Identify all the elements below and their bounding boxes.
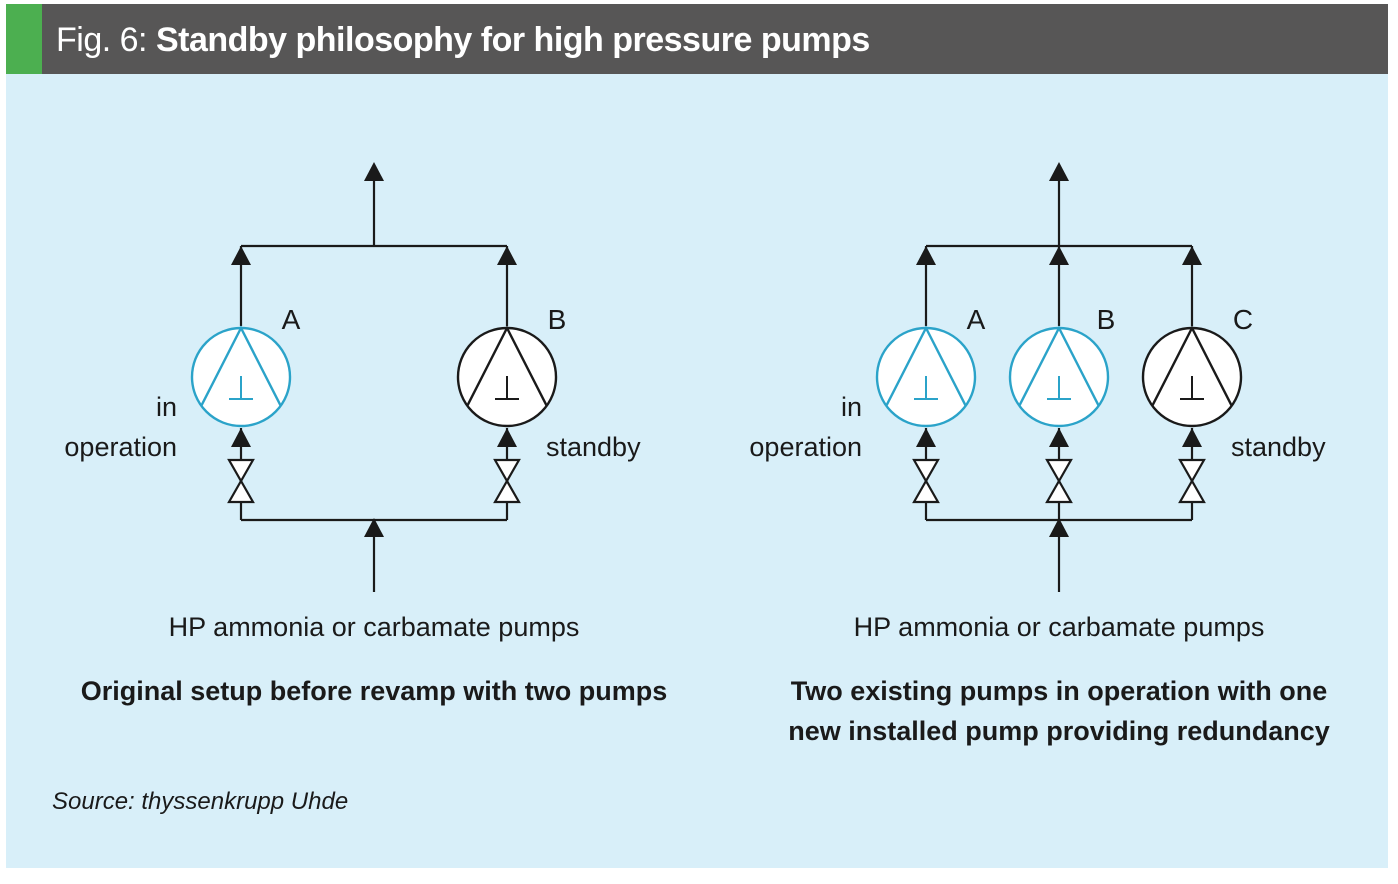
- valve-upper-icon: [227, 458, 255, 484]
- right-standby-label: standby: [1231, 432, 1326, 462]
- source-credit: Source: thyssenkrupp Uhde: [52, 788, 349, 815]
- left-diagram: [190, 162, 558, 592]
- pump-b: [1008, 325, 1110, 428]
- valve-upper-icon: [493, 458, 521, 484]
- pump-a: [875, 325, 977, 428]
- pump-discharge-arrow-icon: [231, 246, 251, 265]
- right-pump-label-c: C: [1233, 304, 1253, 335]
- valve-upper-icon: [912, 458, 940, 484]
- valve-upper-icon: [1178, 458, 1206, 484]
- left-pump-group-label: HP ammonia or carbamate pumps: [169, 612, 580, 642]
- pump-triangle-icon: [1151, 325, 1233, 406]
- right-operation-label: operation: [749, 432, 862, 462]
- pump-b: [456, 325, 558, 428]
- right-caption-line1: Two existing pumps in operation with one: [791, 676, 1328, 706]
- valve-upper-icon: [1045, 458, 1073, 484]
- figure-header: Fig. 6: Standby philosophy for high pres…: [6, 4, 1388, 74]
- header-accent-bar: [6, 4, 42, 74]
- diagram-texts: A B in operation standby HP ammonia or c…: [64, 304, 1329, 746]
- isolation-valve: [227, 458, 255, 504]
- pump-triangle-icon: [1018, 325, 1100, 406]
- left-standby-label: standby: [546, 432, 641, 462]
- right-pump-group-label: HP ammonia or carbamate pumps: [854, 612, 1265, 642]
- figure-number: Fig. 6:: [56, 21, 156, 59]
- pump-discharge-arrow-icon: [497, 246, 517, 265]
- pump-discharge-arrow-icon: [1182, 246, 1202, 265]
- pump-suction-arrow-icon: [916, 428, 936, 447]
- right-pump-label-a: A: [967, 304, 986, 335]
- valve-lower-icon: [1045, 478, 1073, 504]
- right-diagram: [875, 162, 1243, 592]
- pump-triangle-icon: [466, 325, 548, 406]
- isolation-valve: [1178, 458, 1206, 504]
- pump-triangle-icon: [885, 325, 967, 406]
- right-pump-label-b: B: [1097, 304, 1116, 335]
- left-pump-label-a: A: [282, 304, 301, 335]
- left-operation-label: operation: [64, 432, 177, 462]
- figure-panel: [6, 4, 1388, 868]
- right-in-label: in: [841, 392, 862, 422]
- pump-suction-arrow-icon: [1182, 428, 1202, 447]
- discharge-arrow-icon: [364, 162, 384, 181]
- left-caption: Original setup before revamp with two pu…: [81, 676, 668, 706]
- isolation-valve: [912, 458, 940, 504]
- discharge-arrow-icon: [1049, 162, 1069, 181]
- left-in-label: in: [156, 392, 177, 422]
- suction-arrow-icon: [1049, 518, 1069, 537]
- valve-lower-icon: [912, 478, 940, 504]
- isolation-valve: [493, 458, 521, 504]
- pump-triangle-icon: [200, 325, 282, 406]
- pump-c: [1141, 325, 1243, 428]
- left-pump-label-b: B: [548, 304, 567, 335]
- valve-lower-icon: [1178, 478, 1206, 504]
- pump-suction-arrow-icon: [497, 428, 517, 447]
- figure-title-text: Standby philosophy for high pressure pum…: [155, 21, 870, 59]
- pump-a: [190, 325, 292, 428]
- valve-lower-icon: [227, 478, 255, 504]
- figure-title: Fig. 6: Standby philosophy for high pres…: [56, 4, 870, 74]
- pump-discharge-arrow-icon: [916, 246, 936, 265]
- pump-discharge-arrow-icon: [1049, 246, 1069, 265]
- isolation-valve: [1045, 458, 1073, 504]
- right-caption-line2: new installed pump providing redundancy: [788, 716, 1330, 746]
- suction-arrow-icon: [364, 518, 384, 537]
- pump-suction-arrow-icon: [1049, 428, 1069, 447]
- valve-lower-icon: [493, 478, 521, 504]
- pump-suction-arrow-icon: [231, 428, 251, 447]
